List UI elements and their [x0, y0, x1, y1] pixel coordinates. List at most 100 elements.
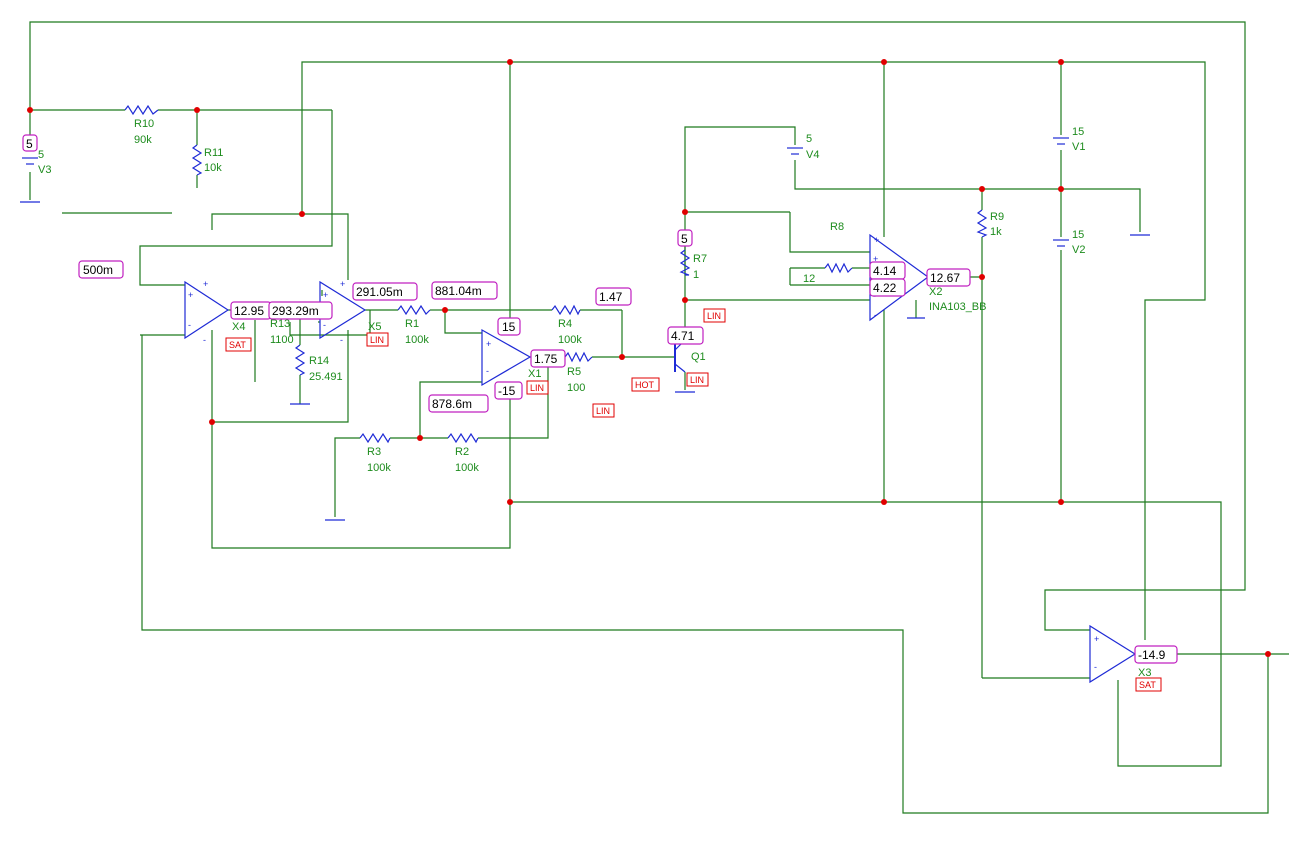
svg-text:-: -: [323, 320, 326, 330]
probe-v3-node[interactable]: 5: [22, 134, 38, 152]
svg-text:-15: -15: [498, 384, 516, 398]
r2-name: R2: [455, 446, 469, 458]
wires: [29, 21, 1289, 814]
v2-value: 15: [1072, 229, 1084, 241]
opamp-x1: [481, 328, 532, 387]
probe-q1-emitter[interactable]: 4.71: [667, 326, 704, 345]
svg-text:500m: 500m: [83, 263, 113, 277]
r8-value: 12: [803, 273, 815, 285]
svg-text:LIN: LIN: [690, 375, 704, 385]
voltage-probes: 5 500m 12.95 293.29m 291.05m 881.04m 15: [22, 134, 1178, 664]
svg-text:12.95: 12.95: [234, 304, 264, 318]
svg-text:1.75: 1.75: [534, 352, 558, 366]
probe-x1-vneg[interactable]: -15: [494, 381, 523, 400]
svg-text:881.04m: 881.04m: [435, 284, 482, 298]
v2-name: V2: [1072, 244, 1085, 256]
svg-text:1.47: 1.47: [599, 290, 623, 304]
svg-text:-: -: [1094, 662, 1097, 672]
r3-name: R3: [367, 446, 381, 458]
probe-x1-plus[interactable]: 881.04m: [431, 281, 498, 300]
svg-text:+: +: [486, 339, 491, 349]
svg-text:12.67: 12.67: [930, 271, 960, 285]
tag-x1-lin: LIN: [526, 380, 549, 395]
probe-x2-out[interactable]: 12.67: [926, 268, 971, 287]
r5-name: R5: [567, 366, 581, 378]
x1-name: X1: [528, 368, 541, 380]
svg-text:+: +: [874, 235, 879, 245]
r14-value: 25.491: [309, 371, 343, 383]
v1-name: V1: [1072, 141, 1085, 153]
svg-text:HOT: HOT: [635, 380, 655, 390]
svg-text:LIN: LIN: [530, 383, 544, 393]
r3-value: 100k: [367, 462, 391, 474]
svg-text:-: -: [203, 335, 206, 345]
svg-text:LIN: LIN: [707, 311, 721, 321]
svg-text:5: 5: [26, 137, 33, 151]
tag-x3-sat: SAT: [1135, 677, 1162, 692]
ground-symbols: [20, 201, 1150, 521]
svg-text:291.05m: 291.05m: [356, 285, 403, 299]
resistor-symbols: [124, 104, 988, 444]
r1-value: 100k: [405, 334, 429, 346]
r8-name: R8: [830, 221, 844, 233]
svg-text:15: 15: [502, 320, 516, 334]
junction-dots: [27, 59, 1271, 657]
r2-value: 100k: [455, 462, 479, 474]
svg-text:293.29m: 293.29m: [272, 304, 319, 318]
x2-model: INA103_BB: [929, 301, 986, 313]
probe-x4-plus[interactable]: 500m: [78, 260, 124, 279]
r11-value: 10k: [204, 162, 222, 174]
probe-x2-in2[interactable]: 4.22: [869, 278, 906, 297]
svg-text:-: -: [486, 366, 489, 376]
probe-x1-minus[interactable]: 878.6m: [428, 394, 489, 413]
probe-r4-node[interactable]: 1.47: [595, 287, 632, 306]
svg-text:LIN: LIN: [596, 406, 610, 416]
r9-value: 1k: [990, 226, 1002, 238]
r10-value: 90k: [134, 134, 152, 146]
tag-q1-lin: LIN: [686, 372, 709, 387]
svg-text:+: +: [323, 290, 328, 300]
r13-value: 1100: [270, 334, 294, 346]
svg-text:5: 5: [681, 232, 688, 246]
v3-value: 5: [38, 149, 44, 161]
probe-x1-out[interactable]: 1.75: [530, 349, 566, 368]
probe-x1-vpos[interactable]: 15: [497, 317, 521, 336]
svg-text:-: -: [340, 335, 343, 345]
probe-x5-out[interactable]: 291.05m: [352, 282, 418, 301]
r7-value: 1: [693, 269, 699, 281]
svg-text:4.14: 4.14: [873, 264, 897, 278]
r13-name: R13: [270, 318, 290, 330]
probe-x5-minus[interactable]: 293.29m: [268, 301, 333, 320]
r4-name: R4: [558, 318, 572, 330]
svg-text:+: +: [340, 279, 345, 289]
r1-name: R1: [405, 318, 419, 330]
v4-name: V4: [806, 149, 819, 161]
transistor-q1-symbol: [674, 339, 686, 373]
x4-name: X4: [232, 321, 245, 333]
component-labels: R10 90k R11 10k 5 V3 R13 1100 R14 25.491…: [38, 118, 1151, 679]
status-tags: SAT LIN LIN HOT LIN LIN LIN SAT: [225, 308, 1162, 692]
svg-text:4.71: 4.71: [671, 329, 695, 343]
v3-name: V3: [38, 164, 51, 176]
r11-name: R11: [204, 147, 223, 159]
probe-x4-out[interactable]: 12.95: [230, 301, 272, 320]
tag-q1-hot: HOT: [631, 377, 660, 392]
probe-x2-in1[interactable]: 4.14: [869, 261, 906, 280]
svg-text:878.6m: 878.6m: [432, 397, 472, 411]
svg-text:-14.9: -14.9: [1138, 648, 1166, 662]
tag-r5-lin: LIN: [592, 403, 615, 418]
svg-text:+: +: [188, 290, 193, 300]
opamp-x3: [1089, 624, 1137, 684]
x5-name: X5: [368, 321, 381, 333]
r5-value: 100: [567, 382, 585, 394]
tag-x4-sat: SAT: [225, 337, 252, 352]
r7-name: R7: [693, 253, 707, 265]
tag-r7-lin: LIN: [703, 308, 726, 323]
svg-text:+: +: [203, 279, 208, 289]
probe-x3-out[interactable]: -14.9: [1134, 645, 1178, 664]
r9-name: R9: [990, 211, 1004, 223]
opamp-x4: [184, 280, 230, 340]
svg-text:SAT: SAT: [1139, 680, 1156, 690]
probe-r7-top[interactable]: 5: [677, 229, 693, 247]
